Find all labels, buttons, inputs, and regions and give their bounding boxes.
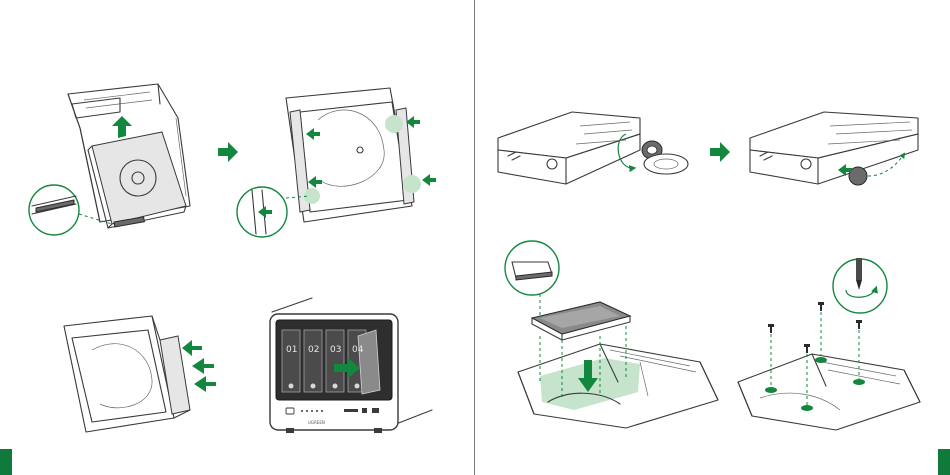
step-ssd-into-tray (505, 241, 718, 428)
bay-label-3: 03 (330, 345, 341, 355)
bay-label-4: 04 (352, 345, 364, 355)
bay-label-2: 02 (308, 345, 319, 355)
step-attach-bracket (750, 112, 918, 185)
page-tab-right (938, 449, 950, 475)
bay-label-1: 01 (286, 345, 297, 355)
step-hdd-into-tray (29, 84, 190, 235)
nas-front-view: 01 02 03 04 UGREEN (270, 298, 432, 433)
green-arrow-icon (218, 142, 238, 162)
step-insert-tray (64, 316, 216, 432)
page-tab-left (0, 449, 12, 475)
step-remove-bracket (498, 112, 688, 184)
step-tray-clips (237, 88, 436, 237)
nas-brand-mark: UGREEN (308, 420, 325, 425)
step-screw-ssd (738, 258, 920, 430)
